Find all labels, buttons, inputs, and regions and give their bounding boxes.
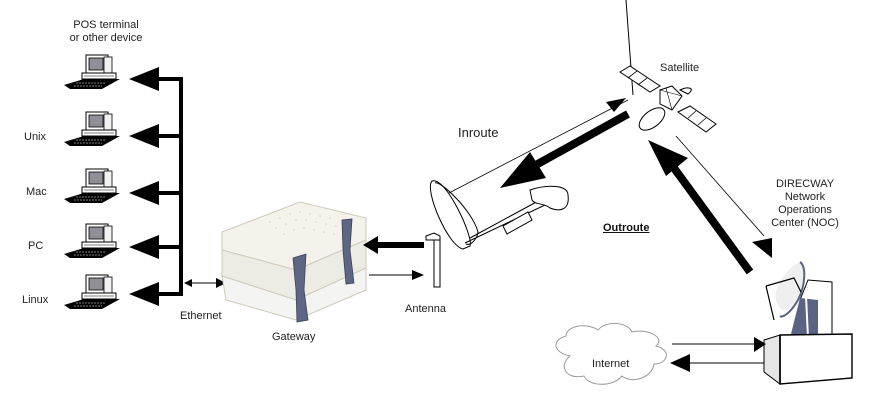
label-inroute: Inroute [458,125,499,140]
label-noc-line3: Operations [778,204,832,216]
label-mac: Mac [26,186,47,198]
label-satellite: Satellite [660,62,700,74]
ethernet-bus [129,67,183,306]
label-pos-terminal: POS terminal or other device [46,19,166,45]
label-pos-line2: or other device [69,32,143,44]
label-pos-line1: POS terminal [73,19,139,31]
label-antenna: Antenna [405,303,446,315]
arrow-to-mac [129,181,159,205]
label-outroute: Outroute [603,222,650,234]
arrow-to-pos [129,67,159,91]
label-unix: Unix [24,131,47,143]
label-pc: PC [28,240,44,252]
label-ethernet: Ethernet [180,310,222,322]
device-pos-terminal [63,54,121,90]
label-gateway: Gateway [272,331,316,343]
label-linux: Linux [22,294,49,306]
arrow-to-linux [129,282,159,306]
label-noc-line4: Center (NOC) [771,217,839,229]
ethernet-link-arrow [184,278,226,288]
satellite [619,65,717,133]
inroute-arrows [500,0,634,188]
device-pc [63,223,121,259]
internet-cloud [555,323,667,385]
label-internet: Internet [592,358,630,370]
device-linux [63,274,121,310]
label-noc: DIRECWAY Network Operations Center (NOC) [750,178,860,230]
gateway-device [221,201,367,323]
device-mac [63,168,121,204]
arrow-to-unix [129,124,159,148]
noc-facility [763,261,853,385]
antenna-dish [425,99,629,288]
internet-noc-arrows [670,337,766,372]
outroute-arrows [648,135,772,275]
arrow-to-pc [129,235,159,259]
label-noc-line2: Network [784,191,826,203]
gateway-antenna-arrows [363,236,424,280]
device-unix [63,111,121,147]
label-noc-line1: DIRECWAY [775,178,835,190]
